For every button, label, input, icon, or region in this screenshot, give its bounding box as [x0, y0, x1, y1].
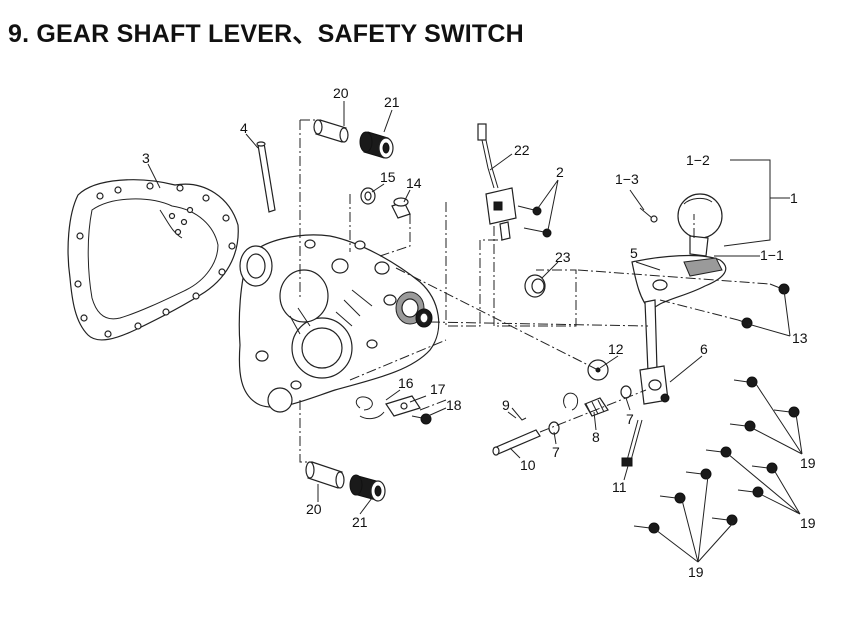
callout-16: 16 — [398, 375, 414, 391]
bolts-part-2 — [517, 205, 552, 238]
bolt-part-1-3 — [639, 207, 658, 223]
callout-15: 15 — [380, 169, 396, 185]
spring-part-16 — [355, 396, 385, 420]
return-spring-part — [563, 392, 609, 417]
callout-23: 23 — [555, 249, 571, 265]
callout-5: 5 — [630, 245, 638, 261]
assembly-guide-lines — [299, 119, 771, 463]
page-title: 9. GEAR SHAFT LEVER、SAFETY SWITCH — [8, 20, 524, 48]
callout-7-right: 7 — [626, 411, 634, 427]
callout-8: 8 — [592, 429, 600, 445]
callout-3: 3 — [142, 150, 150, 166]
callout-2: 2 — [556, 164, 564, 180]
callout-1-2: 1−2 — [686, 152, 710, 168]
callout-labels: 20 21 4 3 15 14 22 2 1−3 1−2 1 1−1 5 23 … — [142, 85, 816, 580]
oil-seal-part-bottom — [349, 474, 386, 502]
callout-1-1: 1−1 — [760, 247, 784, 263]
callout-19-upper: 19 — [800, 455, 816, 471]
washer-part-12 — [587, 359, 609, 381]
callout-6: 6 — [700, 341, 708, 357]
callout-1: 1 — [790, 190, 798, 206]
pin-part — [256, 141, 276, 213]
gear-shift-lever-part — [631, 254, 727, 405]
drain-plug-part — [391, 197, 411, 219]
callout-leader-lines — [147, 101, 803, 563]
callout-21-top: 21 — [384, 94, 400, 110]
bolt-part-18 — [411, 413, 432, 425]
oil-seal-part-top — [359, 131, 394, 159]
callout-14: 14 — [406, 175, 422, 191]
washer-part-7 — [548, 385, 632, 435]
callout-12: 12 — [608, 341, 624, 357]
callout-20-top: 20 — [333, 85, 349, 101]
shaft-pin-part — [492, 429, 541, 456]
callout-13: 13 — [792, 330, 808, 346]
callout-9: 9 — [502, 397, 510, 413]
callout-19-lower: 19 — [688, 564, 704, 580]
safety-switch-part — [477, 123, 517, 241]
callout-21-bottom: 21 — [352, 514, 368, 530]
bushing-part-bottom — [305, 461, 345, 489]
lever-knob-part — [677, 193, 723, 257]
callout-4: 4 — [240, 120, 248, 136]
stopper-part-17 — [385, 395, 421, 417]
callout-18: 18 — [446, 397, 462, 413]
adjust-bolt-part — [621, 419, 643, 467]
callout-1-3: 1−3 — [615, 171, 639, 187]
gasket-part — [67, 179, 239, 341]
bolts-part-13 — [737, 283, 790, 329]
cotter-pin-part — [511, 407, 527, 421]
callout-17: 17 — [430, 381, 446, 397]
callout-10: 10 — [520, 457, 536, 473]
washer-part — [360, 187, 376, 205]
callout-7-left: 7 — [552, 444, 560, 460]
callout-22: 22 — [514, 142, 530, 158]
callout-11: 11 — [612, 479, 627, 495]
callout-19-middle: 19 — [800, 515, 816, 531]
seal-part-23 — [524, 274, 546, 298]
bushing-part-top — [313, 119, 349, 143]
callout-20-bottom: 20 — [306, 501, 322, 517]
